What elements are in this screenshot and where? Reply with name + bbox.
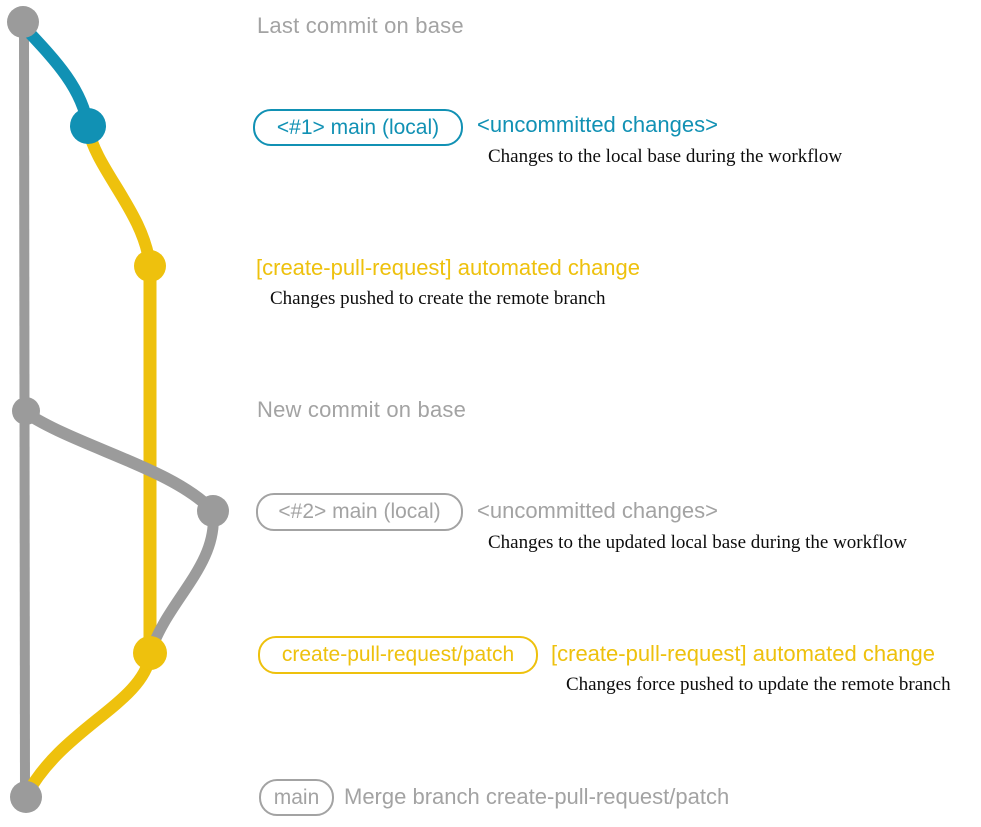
label-last-commit-on-base: Last commit on base (257, 13, 464, 38)
branch-badge-create-pull-request-patch: create-pull-request/patch (258, 636, 538, 674)
caption-pushed-create-remote: Changes pushed to create the remote bran… (270, 288, 606, 309)
branch-badge-main: main (259, 779, 334, 816)
status-uncommitted-changes-1: <uncommitted changes> (477, 112, 718, 137)
commit-node-local-main-2 (197, 495, 229, 527)
force-push-edge (145, 512, 219, 653)
updated-local-main-edge (22, 407, 218, 516)
caption-updated-local-base-changes: Changes to the updated local base during… (488, 532, 907, 553)
caption-force-pushed-update-remote: Changes force pushed to update the remot… (566, 674, 951, 695)
caption-local-base-changes: Changes to the local base during the wor… (488, 146, 843, 167)
branch-badge-main-local-2: <#2> main (local) (256, 493, 463, 531)
commit-node-automated-change-2 (133, 636, 167, 670)
remote-branch-create-edge (82, 126, 156, 267)
merge-into-base-edge (20, 654, 156, 799)
commit-node-last-base (7, 6, 39, 38)
commit-node-merge (10, 781, 42, 813)
commit-node-new-base (12, 397, 40, 425)
commit-message-merge-branch: Merge branch create-pull-request/patch (344, 784, 730, 809)
commit-node-local-main-1 (70, 108, 106, 144)
label-new-commit-on-base: New commit on base (257, 397, 467, 422)
commit-node-automated-change-1 (134, 250, 166, 282)
commit-message-automated-change-1: [create-pull-request] automated change (256, 255, 641, 280)
branch-badge-main-local-1: <#1> main (local) (253, 109, 463, 146)
status-uncommitted-changes-2: <uncommitted changes> (477, 498, 718, 523)
commit-graph (7, 6, 229, 813)
commit-message-automated-change-2: [create-pull-request] automated change (551, 641, 936, 666)
